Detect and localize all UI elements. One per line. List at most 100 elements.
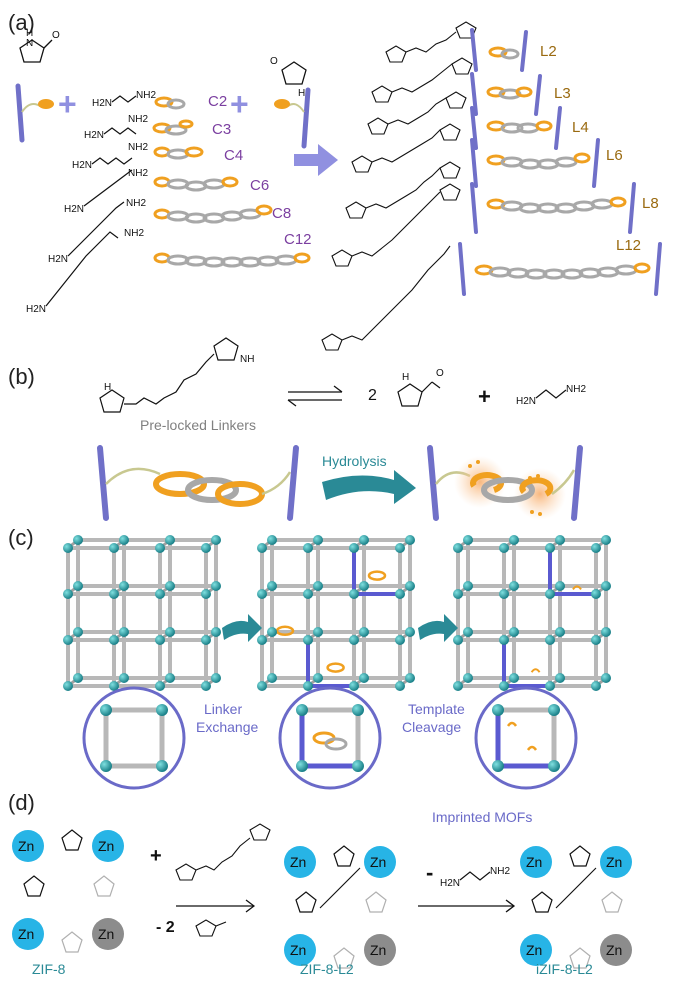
linker-l4 xyxy=(470,106,562,150)
svg-text:H2N: H2N xyxy=(64,204,84,215)
lattice-node xyxy=(211,581,221,591)
linker-label: Linker xyxy=(204,701,242,717)
lattice-node xyxy=(349,543,359,553)
svg-text:NH2: NH2 xyxy=(128,168,148,179)
lattice-node xyxy=(555,673,565,683)
panel-label-b: (b) xyxy=(8,364,35,389)
label-c8: C8 xyxy=(272,205,291,222)
cleavage-arrow xyxy=(418,614,458,642)
lattice-node xyxy=(509,535,519,545)
svg-text:H: H xyxy=(298,88,305,99)
lattice-node xyxy=(155,681,165,691)
imidazole-ring xyxy=(23,875,45,897)
zn-node xyxy=(364,846,396,878)
lattice-node xyxy=(63,543,73,553)
lattice-node xyxy=(257,681,267,691)
zn-node xyxy=(284,846,316,878)
imidazole-ring xyxy=(569,845,591,867)
zoom-node xyxy=(492,704,504,716)
lattice-node xyxy=(453,681,463,691)
diamine-c12: H2N NH2 xyxy=(26,228,144,315)
imidazole-ring xyxy=(333,947,355,969)
zn-label: Zn xyxy=(370,854,386,870)
imidazole-ring xyxy=(569,947,591,969)
svg-text:H2N: H2N xyxy=(48,254,68,265)
zoom-node xyxy=(100,704,112,716)
zoom-2 xyxy=(278,686,382,790)
chain-c2 xyxy=(154,96,186,110)
lattice-node xyxy=(509,627,519,637)
zoom-node xyxy=(296,760,308,772)
lattice-node xyxy=(395,635,405,645)
chain-glyphs xyxy=(152,96,311,268)
zoom-hook xyxy=(506,721,518,727)
lattice-node xyxy=(313,535,323,545)
prelocked-label: Pre-locked Linkers xyxy=(140,417,256,433)
diamine-d: H2N NH2 xyxy=(440,866,510,889)
zoom-1 xyxy=(82,686,186,790)
lattice-node xyxy=(601,627,611,637)
zn-node xyxy=(92,830,124,862)
zoom-hook xyxy=(526,745,538,751)
zn-label: Zn xyxy=(606,854,622,870)
hydrolyzed-glyph xyxy=(427,445,583,521)
label-c3: C3 xyxy=(212,121,231,138)
svg-text:H2N: H2N xyxy=(92,98,112,109)
imidazole-ring xyxy=(61,931,83,953)
lattice-node xyxy=(109,681,119,691)
zn-label: Zn xyxy=(98,838,114,854)
lattice-1 xyxy=(63,535,221,691)
lattice-node xyxy=(591,635,601,645)
zn-label: Zn xyxy=(370,942,386,958)
lattice-node xyxy=(555,581,565,591)
cleaved-hook xyxy=(530,668,541,673)
name-zif8-l2: ZIF-8-L2 xyxy=(300,961,354,977)
svg-text:O: O xyxy=(270,56,278,67)
zn-node-gray xyxy=(92,918,124,950)
template-link xyxy=(275,625,295,637)
svg-text:H2N: H2N xyxy=(440,878,460,889)
lattice-node xyxy=(395,681,405,691)
lattice-node xyxy=(211,535,221,545)
lattice-node xyxy=(119,581,129,591)
lattice-node xyxy=(463,673,473,683)
lattice-node xyxy=(155,543,165,553)
lattice-node xyxy=(509,673,519,683)
lattice-node xyxy=(303,635,313,645)
label-l12: L12 xyxy=(616,237,641,254)
cleavage-label: Cleavage xyxy=(402,719,461,735)
zn-node-gray xyxy=(364,934,396,966)
lattice-node xyxy=(509,581,519,591)
name-zif8: ZIF-8 xyxy=(32,961,66,977)
imidazole-ring xyxy=(93,875,115,897)
l2-reagent xyxy=(175,823,271,881)
equilibrium-arrows xyxy=(287,385,343,407)
lattice-node xyxy=(405,627,415,637)
zoom-ring xyxy=(82,686,186,790)
zn-label: Zn xyxy=(606,942,622,958)
lattice-node xyxy=(267,581,277,591)
lattice-node xyxy=(119,673,129,683)
svg-text:NH2: NH2 xyxy=(128,114,148,125)
zoom-node xyxy=(548,760,560,772)
lattice-node xyxy=(463,627,473,637)
plus-b: + xyxy=(478,384,491,409)
lattice-node xyxy=(201,589,211,599)
lattice-node xyxy=(395,589,405,599)
lattice-node xyxy=(359,627,369,637)
lattice-node xyxy=(155,635,165,645)
lattice-node xyxy=(453,543,463,553)
svg-text:NH2: NH2 xyxy=(136,90,156,101)
minus-2: - 2 xyxy=(156,919,175,936)
lattice-node xyxy=(545,543,555,553)
lattice-node xyxy=(165,535,175,545)
lattice-node xyxy=(463,581,473,591)
lattice-node xyxy=(201,543,211,553)
svg-text:O: O xyxy=(52,30,60,41)
label-c4: C4 xyxy=(224,147,243,164)
zoom-node xyxy=(492,760,504,772)
zoom-node xyxy=(156,704,168,716)
ethylenediamine: H2N NH2 xyxy=(516,384,586,407)
